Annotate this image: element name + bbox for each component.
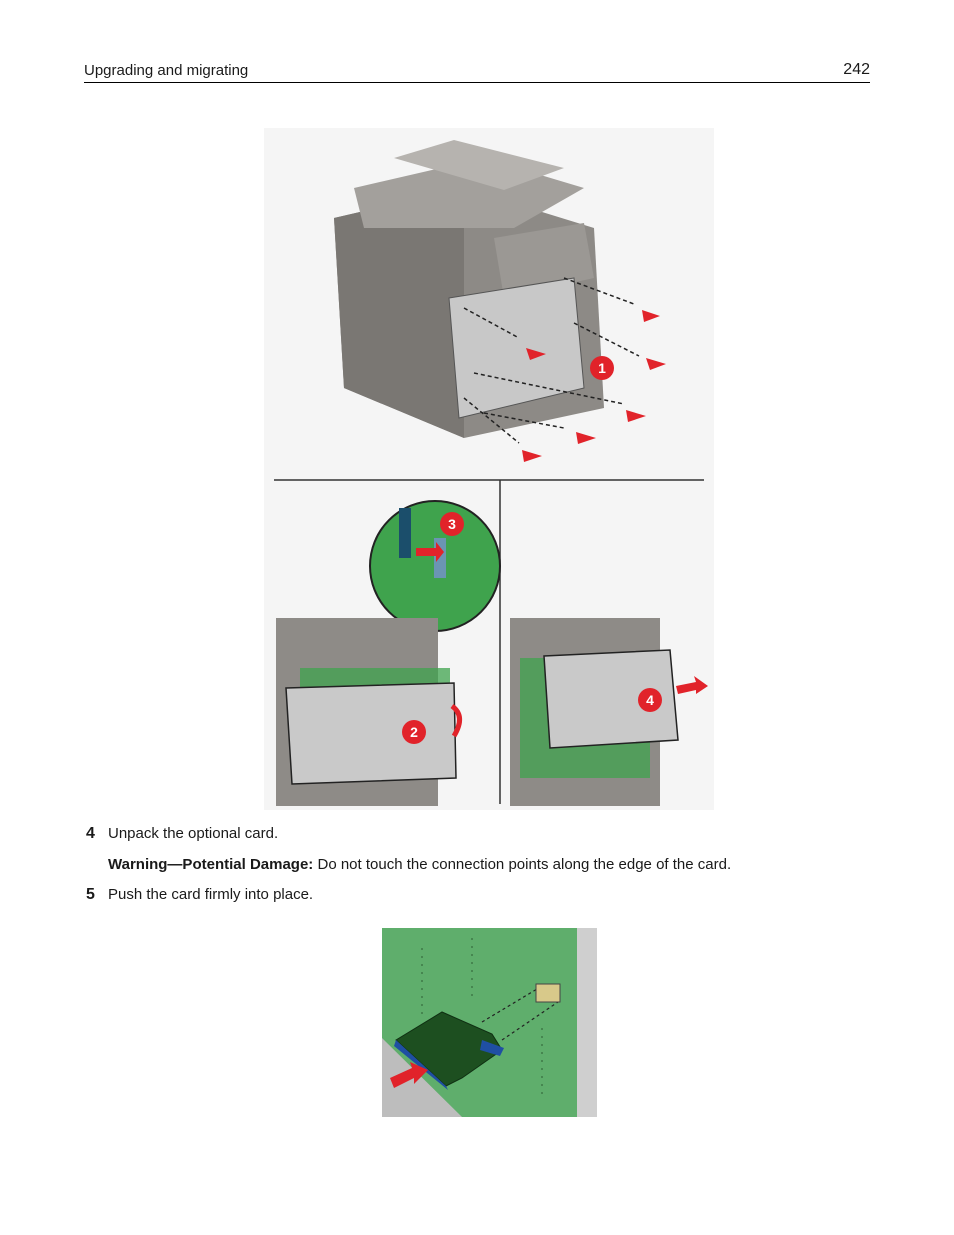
- step-5: 5 Push the card firmly into place.: [86, 886, 313, 904]
- callout-2-icon: [402, 720, 426, 744]
- printer-illustration: 1 3 2 4: [264, 128, 714, 810]
- svg-text:2: 2: [410, 724, 418, 740]
- warning-label: Warning—Potential Damage:: [108, 856, 314, 873]
- arrow-icons: [522, 310, 666, 462]
- step-4: 4 Unpack the optional card.: [86, 825, 278, 843]
- insert-arrow-icon: [390, 1062, 428, 1088]
- illustration-insert-card: [382, 928, 597, 1117]
- callout-3-icon: [440, 512, 464, 536]
- illustration-remove-shield: 1 3 2 4: [264, 128, 714, 810]
- callout-1-icon: [590, 356, 614, 380]
- step-text: Push the card firmly into place.: [108, 886, 314, 903]
- step-number: 5: [86, 886, 95, 903]
- shield-panel-left: [285, 682, 457, 785]
- warning-note: Warning—Potential Damage: Do not touch t…: [108, 856, 731, 873]
- svg-text:4: 4: [646, 692, 654, 708]
- controller-shield: [448, 277, 585, 419]
- connector-icon: [399, 508, 411, 558]
- step-text: Unpack the optional card.: [108, 825, 279, 842]
- warning-text: Do not touch the connection points along…: [313, 856, 732, 873]
- page-header: Upgrading and migrating 242: [84, 61, 870, 83]
- card-connector-icon: [535, 983, 561, 1003]
- shield-panel-right: [543, 649, 679, 749]
- svg-text:3: 3: [448, 516, 456, 532]
- svg-text:1: 1: [598, 360, 606, 376]
- page-number: 242: [843, 61, 870, 78]
- callout-4-icon: [638, 688, 662, 712]
- card-insert-illustration: [382, 928, 597, 1117]
- step-number: 4: [86, 825, 95, 842]
- section-title: Upgrading and migrating: [84, 62, 249, 79]
